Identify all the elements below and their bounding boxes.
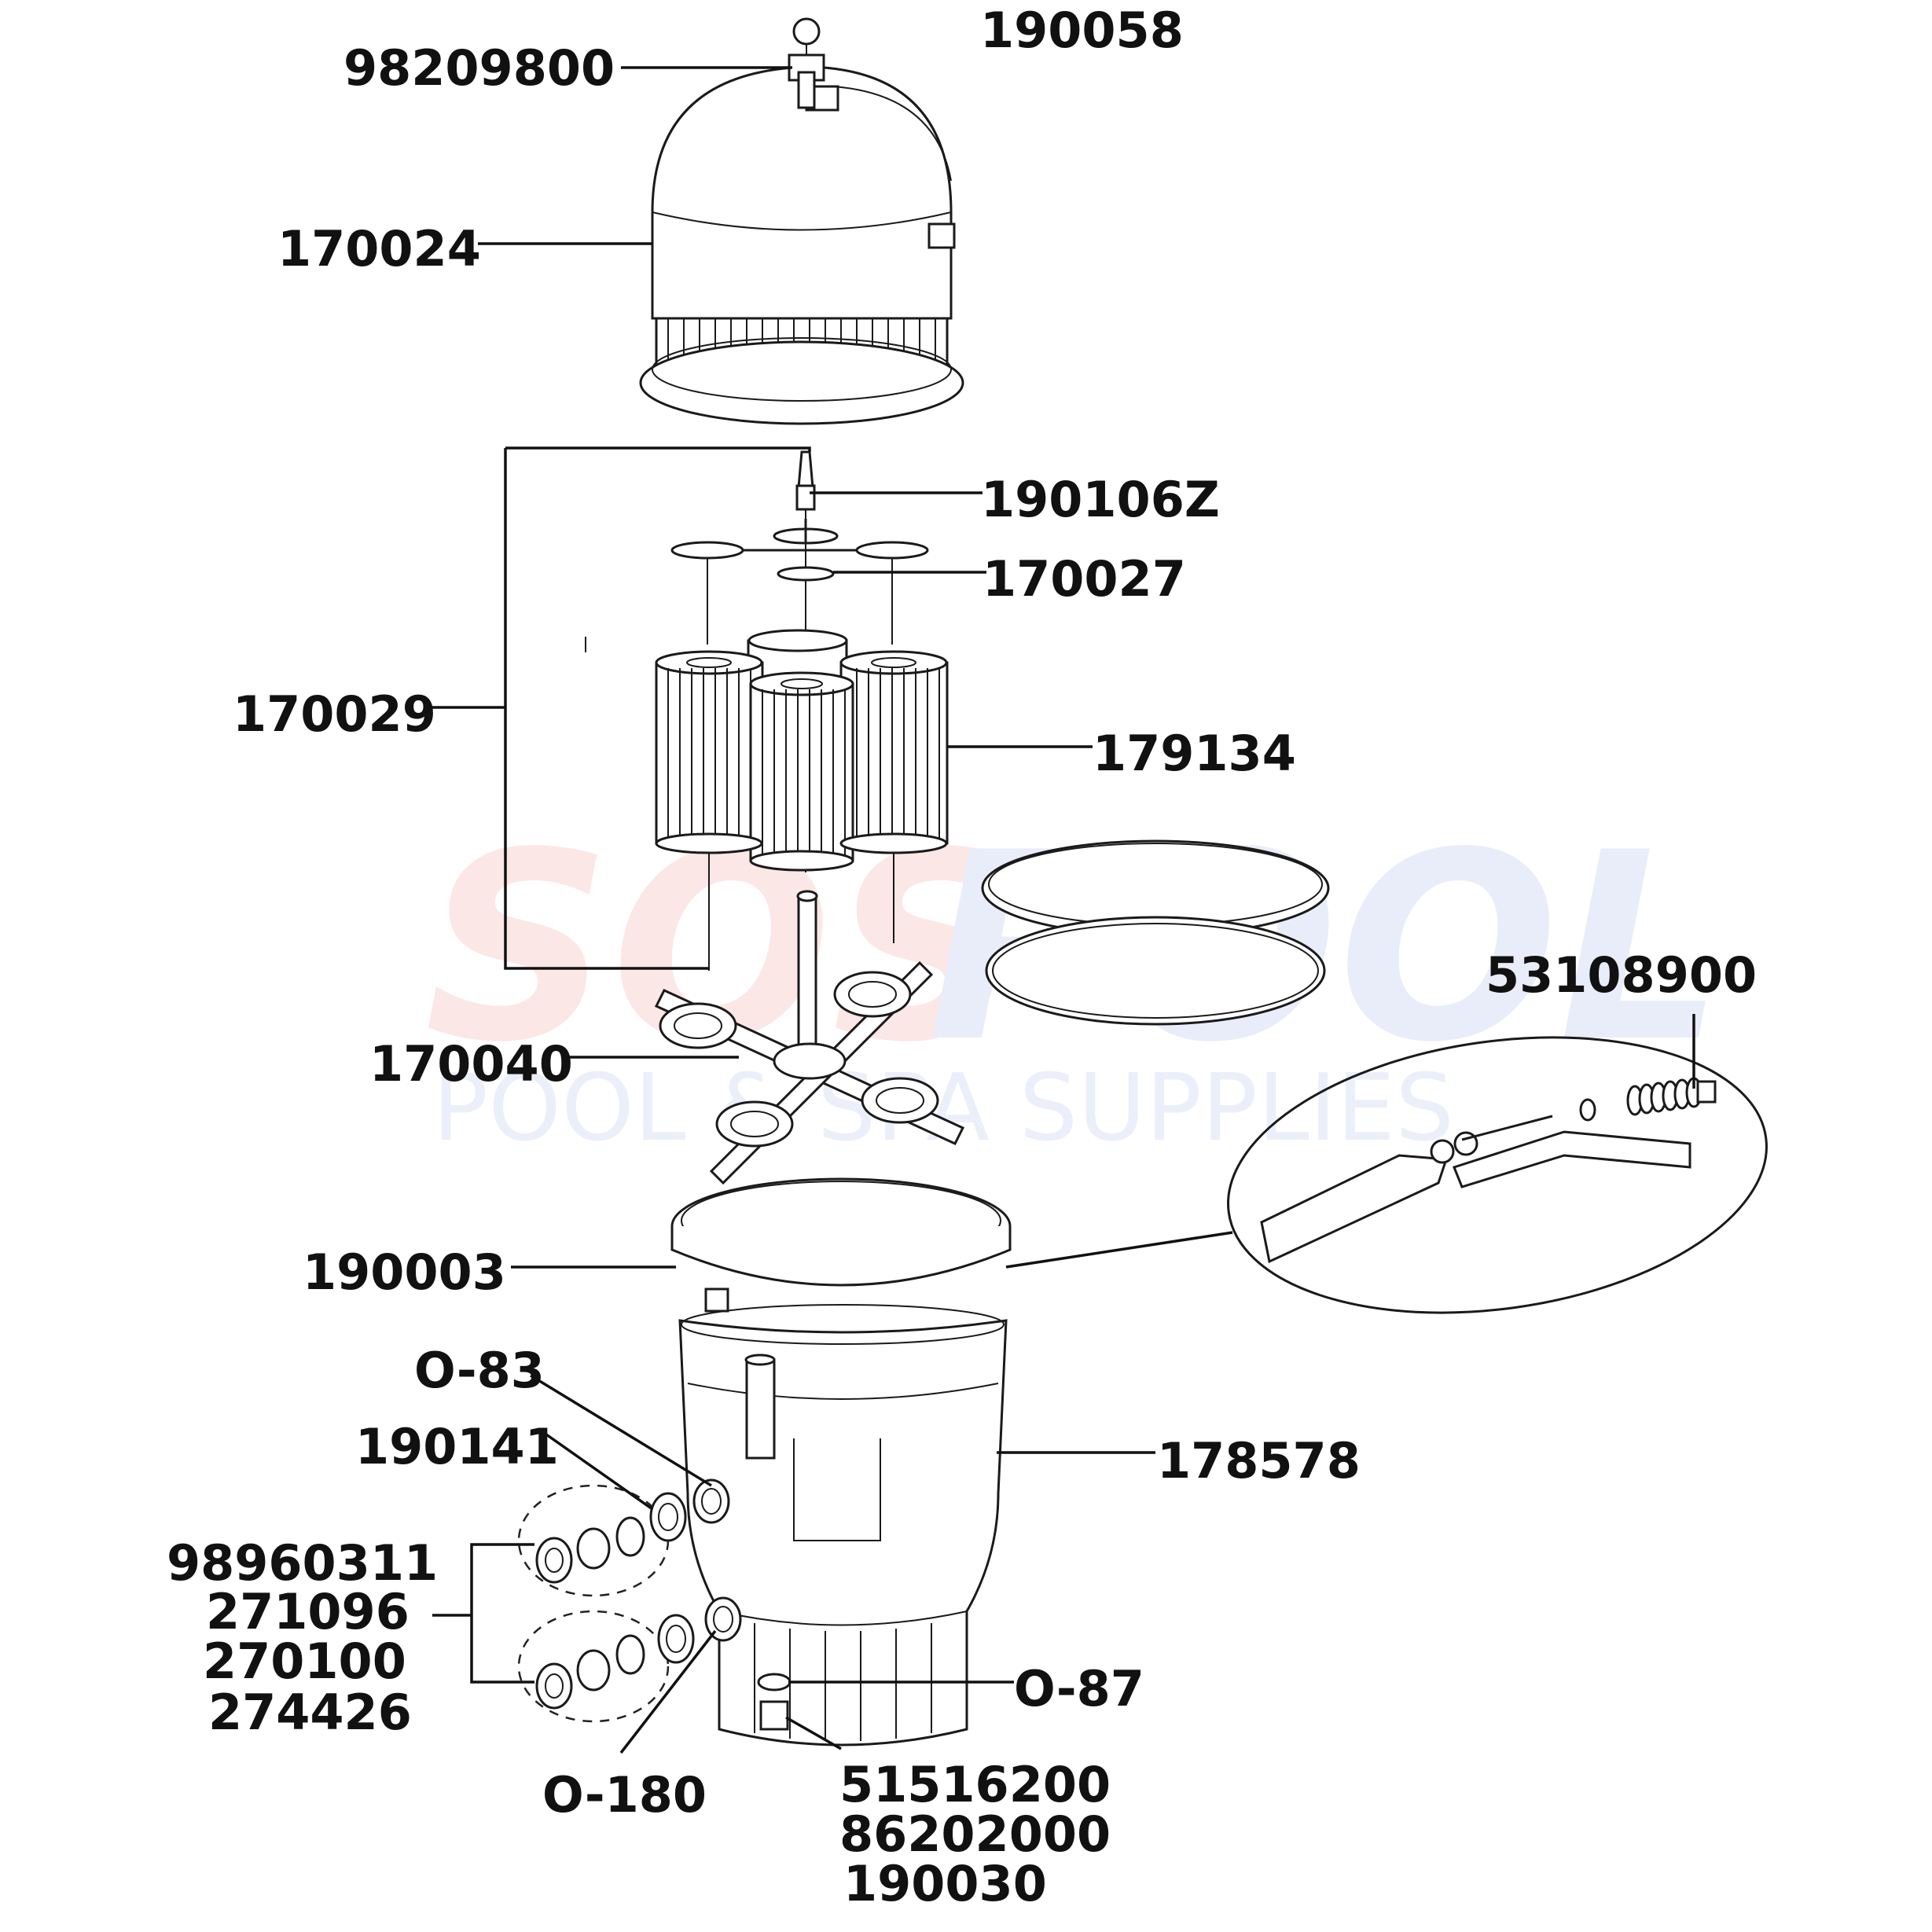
label-190141: 190141: [355, 1418, 559, 1475]
clamp-detail-drawing: [1227, 1036, 1768, 1314]
label-178578: 178578: [1157, 1432, 1361, 1489]
label-190106z: 190106Z: [981, 471, 1220, 528]
label-51516200: 51516200: [839, 1756, 1111, 1813]
union-fittings-drawing: [517, 1484, 695, 1723]
filter-lid-drawing: [639, 17, 964, 425]
tank-o-ring-drawing: [981, 839, 1330, 1026]
label-271096: 271096: [206, 1583, 410, 1640]
label-190030: 190030: [843, 1855, 1047, 1912]
label-170029: 170029: [233, 685, 436, 743]
manifold-drawing: [654, 890, 965, 1185]
tank-body-drawing: [678, 1304, 1008, 1747]
label-190058: 190058: [980, 2, 1184, 59]
label-o-180: O-180: [542, 1766, 707, 1824]
label-274426: 274426: [208, 1684, 412, 1741]
label-o-87: O-87: [1014, 1660, 1144, 1717]
label-o-83: O-83: [414, 1342, 545, 1399]
leader-lines: [432, 66, 1695, 1754]
label-190003: 190003: [303, 1243, 506, 1301]
label-98960311: 98960311: [167, 1534, 438, 1592]
label-270100: 270100: [203, 1633, 406, 1690]
watermark-tagline: POOL & SPA SUPPLIES: [432, 1053, 1454, 1162]
label-98209800: 98209800: [343, 39, 615, 97]
cartridge-assembly-drawing: [585, 450, 949, 971]
label-170024: 170024: [277, 220, 481, 277]
label-170040: 170040: [369, 1035, 573, 1093]
label-53108900: 53108900: [1486, 946, 1757, 1004]
clamp-band-drawing: [670, 1177, 1012, 1313]
label-179134: 179134: [1093, 725, 1296, 782]
label-170027: 170027: [983, 550, 1186, 608]
label-86202000: 86202000: [839, 1805, 1111, 1863]
